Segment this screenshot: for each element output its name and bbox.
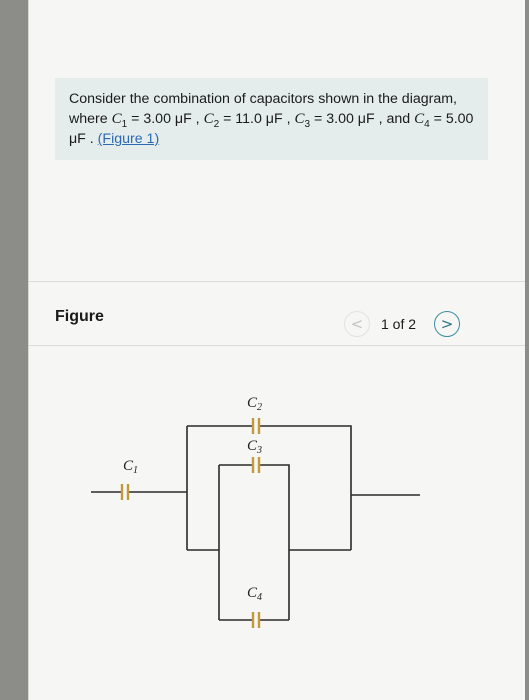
circuit-wires xyxy=(91,425,420,621)
c1-subscript: 1 xyxy=(121,118,128,130)
circuit-labels: C1 C2 C3 C4 xyxy=(123,395,262,603)
problem-intro: Consider the combination of capacitors s… xyxy=(69,91,458,127)
c1-symbol: C xyxy=(111,111,122,127)
c1-value: = 3.00 μF , xyxy=(127,111,204,127)
capacitor-c4 xyxy=(251,612,261,628)
problem-statement: Consider the combination of capacitors s… xyxy=(55,78,488,160)
problem-page: Consider the combination of capacitors s… xyxy=(28,0,525,700)
c4-subscript: 4 xyxy=(424,118,430,130)
next-figure-button[interactable]: > xyxy=(434,311,460,337)
c2-symbol: C xyxy=(203,111,214,127)
c3-subscript: 3 xyxy=(304,118,311,130)
figure-page-count: 1 of 2 xyxy=(381,316,417,332)
c3-symbol: C xyxy=(294,111,305,127)
prev-figure-button[interactable]: < xyxy=(344,311,370,337)
c4-symbol: C xyxy=(414,111,425,127)
figure-link[interactable]: (Figure 1) xyxy=(97,131,160,147)
label-c4: C4 xyxy=(247,585,262,603)
c2-value: = 11.0 μF , xyxy=(219,111,295,127)
c3-value: = 3.00 μF , and xyxy=(310,111,415,127)
c4-value: = 5.00 μF . xyxy=(69,111,474,147)
capacitor-c3 xyxy=(251,457,261,473)
label-c1: C1 xyxy=(123,458,138,476)
figure-divider xyxy=(29,345,525,346)
capacitor-c2 xyxy=(251,418,261,434)
section-divider xyxy=(29,281,525,282)
wire-c2-right xyxy=(259,425,352,550)
wire-c3-right xyxy=(259,464,290,620)
capacitor-c1 xyxy=(120,484,130,500)
figure-title: Figure xyxy=(55,308,104,325)
label-c2: C2 xyxy=(247,395,262,413)
label-c3: C3 xyxy=(247,438,262,456)
capacitor-plates xyxy=(120,418,261,628)
c2-subscript: 2 xyxy=(213,118,220,130)
capacitor-circuit-diagram: C1 C2 C3 C4 xyxy=(91,395,420,628)
